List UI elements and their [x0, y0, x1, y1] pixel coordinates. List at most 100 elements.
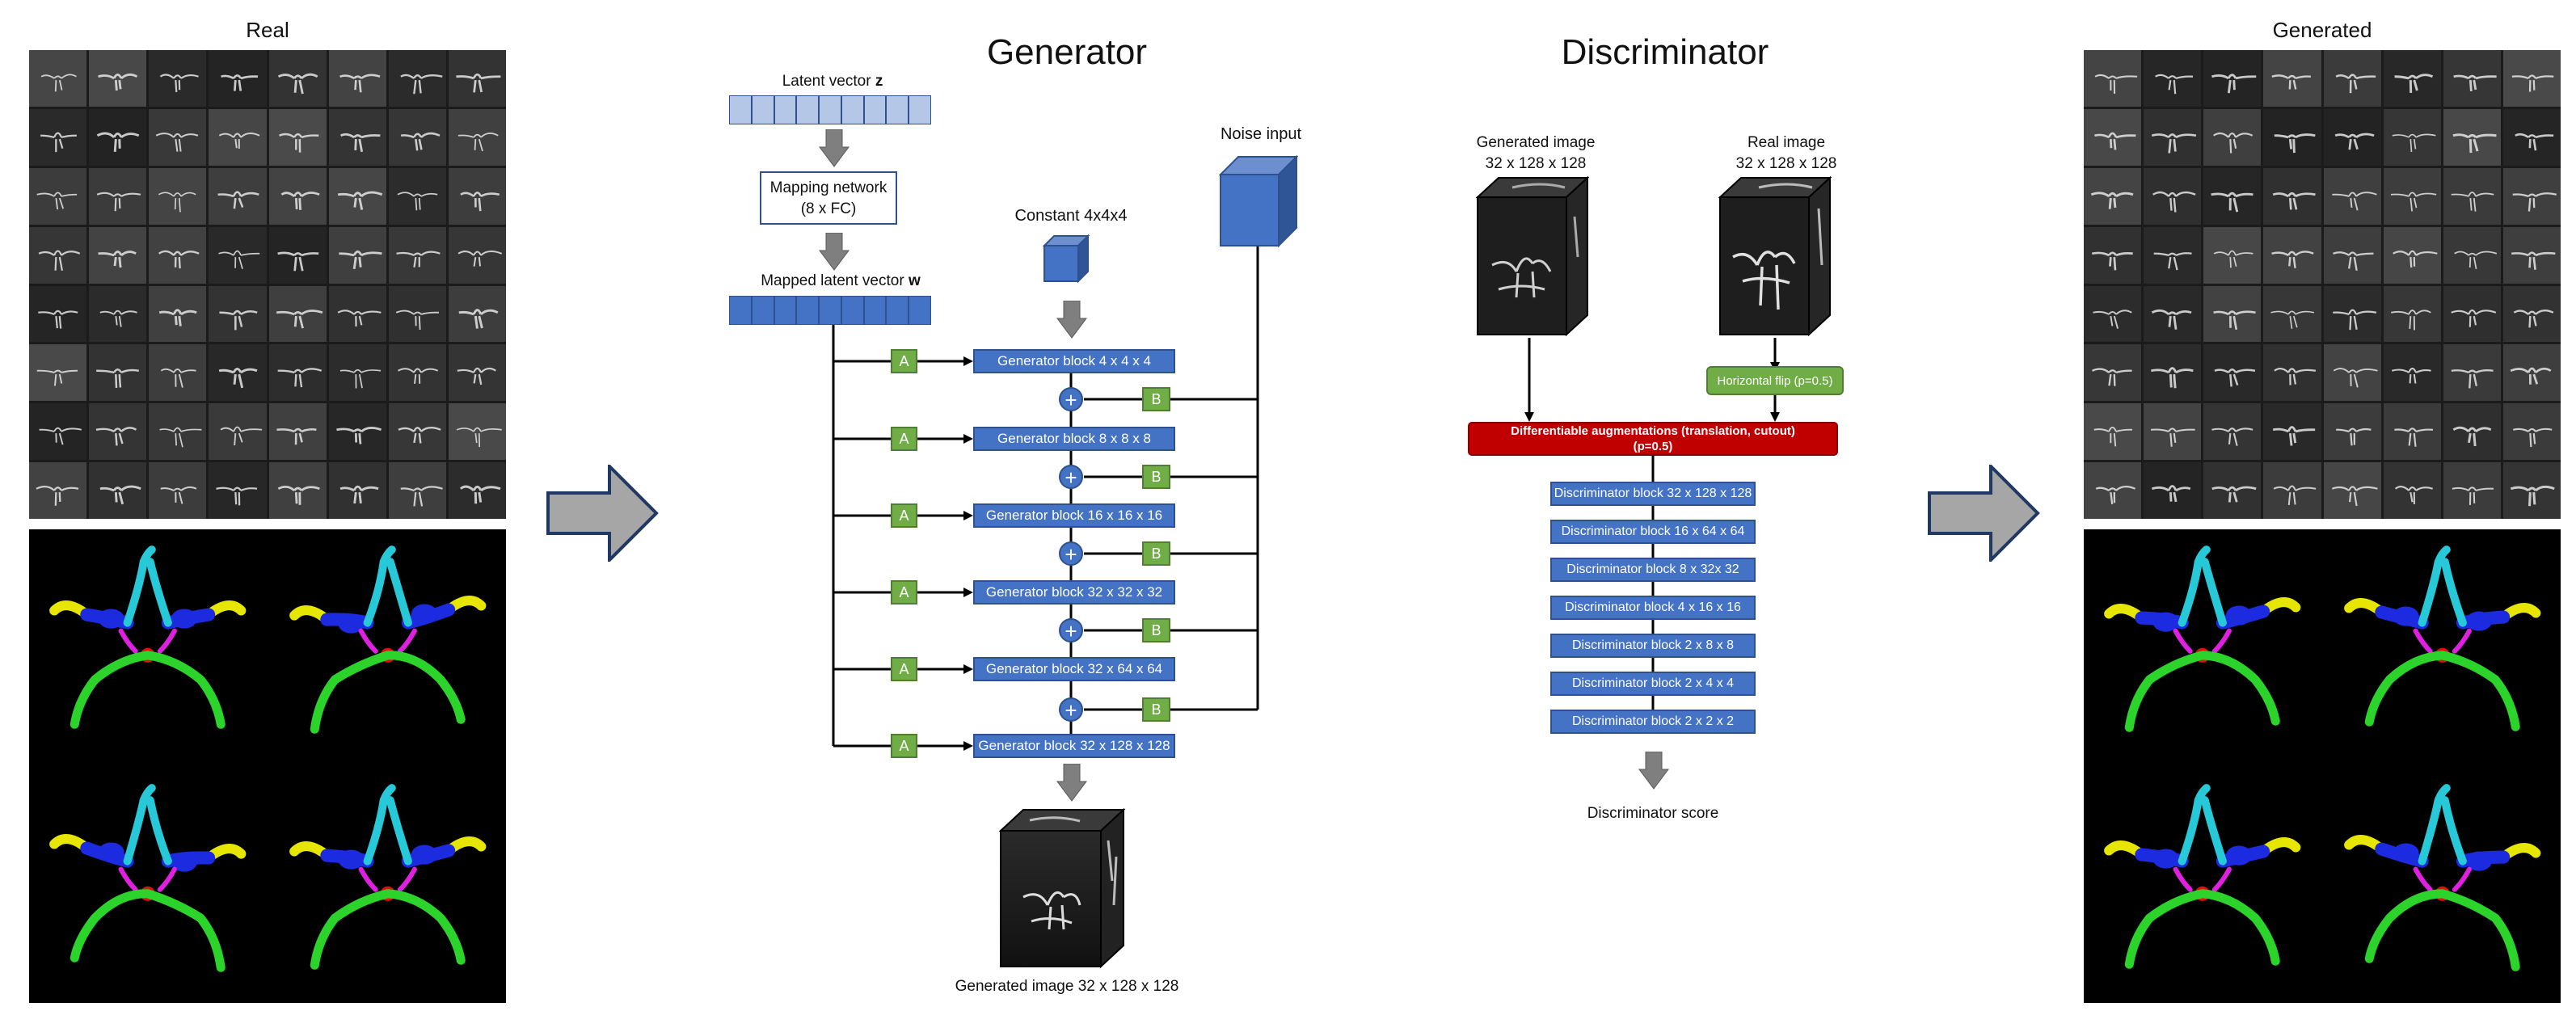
- mri-slice-tile: [149, 226, 207, 284]
- generated-title: Generated: [2272, 18, 2372, 42]
- vessel-rendering: [2323, 529, 2561, 765]
- mri-slice-tile: [388, 167, 446, 225]
- discriminator-block-1: Discriminator block 32 x 128 x 128: [1550, 482, 1756, 506]
- generator-block-6: Generator block 32 x 128 x 128: [973, 734, 1175, 758]
- mri-slice-tile: [448, 50, 506, 107]
- mri-slice-tile: [2383, 167, 2441, 225]
- mri-slice-tile: [2144, 344, 2202, 402]
- mri-slice-tile: [209, 108, 267, 166]
- mri-slice-tile: [89, 285, 147, 343]
- noise-b-box: B: [1142, 387, 1170, 411]
- disc-generated-image-line1: Generated image: [1476, 134, 1596, 151]
- discriminator-block-3: Discriminator block 8 x 32x 32: [1550, 558, 1756, 582]
- mri-slice-tile: [2263, 462, 2321, 519]
- mri-slice-tile: [2144, 285, 2202, 343]
- mri-slice-tile: [2144, 50, 2202, 107]
- mri-slice-tile: [328, 344, 386, 402]
- mri-slice-tile: [2383, 108, 2441, 166]
- mri-slice-tile: [2203, 462, 2262, 519]
- augmentation-line1: Differentiable augmentations (translatio…: [1511, 424, 1795, 438]
- mri-slice-tile: [448, 108, 506, 166]
- mri-slice-tile: [2323, 167, 2381, 225]
- add-noise-node: +: [1059, 465, 1083, 489]
- noise-b-box: B: [1142, 541, 1170, 566]
- mri-slice-tile: [268, 462, 327, 519]
- mri-slice-tile: [2502, 50, 2561, 107]
- mri-slice-tile: [89, 462, 147, 519]
- add-noise-node: +: [1059, 387, 1083, 411]
- add-noise-node: +: [1059, 618, 1083, 642]
- mri-slice-tile: [29, 285, 87, 343]
- mri-slice-tile: [2323, 462, 2381, 519]
- mri-slice-tile: [89, 167, 147, 225]
- mri-slice-tile: [209, 462, 267, 519]
- mri-slice-tile: [2443, 50, 2501, 107]
- mri-slice-tile: [209, 285, 267, 343]
- mri-slice-tile: [388, 50, 446, 107]
- mri-slice-tile: [2383, 403, 2441, 461]
- mri-slice-tile: [149, 108, 207, 166]
- mri-slice-tile: [2383, 226, 2441, 284]
- mri-slice-tile: [388, 285, 446, 343]
- augmentation-line2: (p=0.5): [1633, 440, 1673, 453]
- mri-slice-tile: [2502, 285, 2561, 343]
- mri-slice-tile: [2323, 226, 2381, 284]
- mri-slice-tile: [2084, 226, 2142, 284]
- mri-slice-tile: [328, 226, 386, 284]
- mri-slice-tile: [268, 50, 327, 107]
- mri-slice-tile: [149, 285, 207, 343]
- mri-slice-tile: [2502, 344, 2561, 402]
- mri-slice-tile: [2144, 403, 2202, 461]
- generated-output-label: Generated image 32 x 128 x 128: [955, 978, 1179, 995]
- real-title: Real: [246, 18, 289, 42]
- down-arrow-icon: [1638, 752, 1669, 790]
- mri-slice-tile: [328, 167, 386, 225]
- generated-volume-cube: [999, 808, 1126, 969]
- style-a-box: A: [891, 580, 917, 604]
- mri-slice-tile: [89, 50, 147, 107]
- style-a-box: A: [891, 503, 917, 528]
- mri-slice-tile: [29, 226, 87, 284]
- down-arrow-icon: [1056, 764, 1087, 802]
- mri-slice-tile: [268, 167, 327, 225]
- mri-slice-tile: [2383, 285, 2441, 343]
- mri-slice-tile: [2383, 50, 2441, 107]
- vessel-rendering: [2084, 767, 2321, 1003]
- mri-slice-tile: [209, 403, 267, 461]
- generator-block-1: Generator block 4 x 4 x 4: [973, 349, 1175, 373]
- constant-label: Constant 4x4x4: [1014, 207, 1128, 225]
- generated-vessel-renderings: [2084, 529, 2561, 1003]
- mri-slice-tile: [89, 108, 147, 166]
- mri-slice-tile: [2443, 403, 2501, 461]
- mri-slice-tile: [2203, 50, 2262, 107]
- discriminator-score-label: Discriminator score: [1587, 805, 1719, 822]
- mri-slice-tile: [2084, 167, 2142, 225]
- mri-slice-tile: [328, 108, 386, 166]
- horizontal-flip-box: Horizontal flip (p=0.5): [1706, 366, 1844, 395]
- mri-slice-tile: [29, 344, 87, 402]
- discriminator-block-2: Discriminator block 16 x 64 x 64: [1550, 520, 1756, 544]
- generator-block-5: Generator block 32 x 64 x 64: [973, 657, 1175, 681]
- mri-slice-tile: [2263, 108, 2321, 166]
- mri-slice-tile: [2323, 50, 2381, 107]
- mri-slice-tile: [2263, 344, 2321, 402]
- vessel-rendering: [2084, 529, 2321, 765]
- generated-mri-mosaic: [2084, 50, 2561, 519]
- mri-slice-tile: [2263, 226, 2321, 284]
- mri-slice-tile: [2144, 226, 2202, 284]
- add-noise-node: +: [1059, 541, 1083, 566]
- mri-slice-tile: [149, 462, 207, 519]
- mri-slice-tile: [2263, 50, 2321, 107]
- mri-slice-tile: [149, 344, 207, 402]
- mri-slice-tile: [2084, 403, 2142, 461]
- mri-slice-tile: [388, 226, 446, 284]
- discriminator-block-7: Discriminator block 2 x 2 x 2: [1550, 710, 1756, 734]
- mri-slice-tile: [2323, 403, 2381, 461]
- augmentation-box: Differentiable augmentations (translatio…: [1468, 422, 1838, 456]
- mri-slice-tile: [388, 403, 446, 461]
- discriminator-block-5: Discriminator block 2 x 8 x 8: [1550, 634, 1756, 658]
- mri-slice-tile: [2323, 108, 2381, 166]
- mri-slice-tile: [268, 403, 327, 461]
- mri-slice-tile: [2084, 462, 2142, 519]
- vessel-rendering: [2323, 767, 2561, 1003]
